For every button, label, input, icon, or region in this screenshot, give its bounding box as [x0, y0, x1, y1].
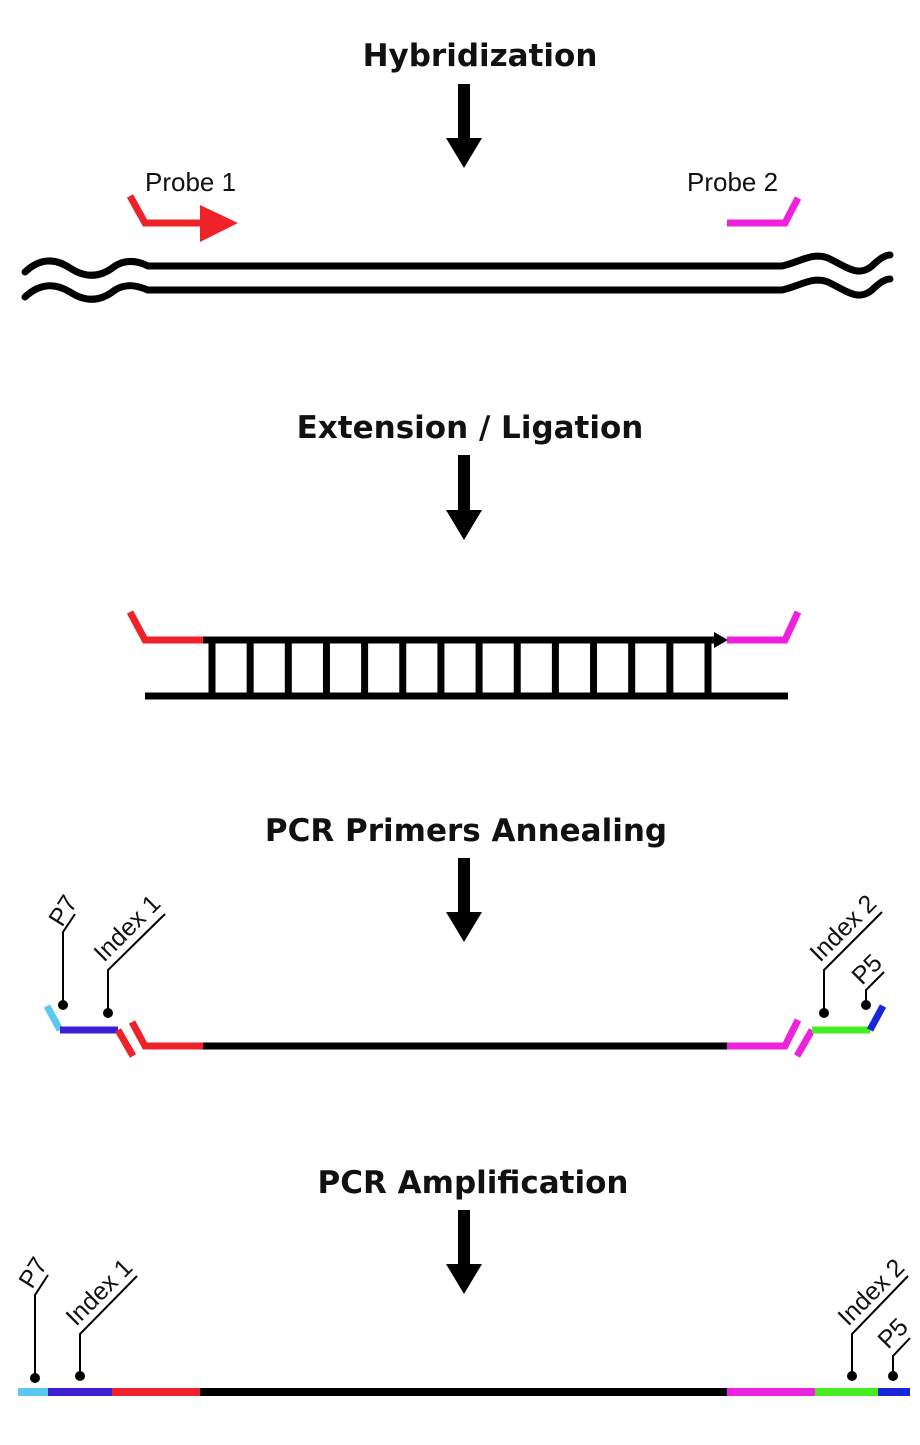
down-arrow-icon — [446, 84, 482, 168]
index2-pin — [823, 911, 883, 1013]
base-pair-rungs — [208, 640, 712, 696]
amp-p7-label: P7 — [13, 1252, 53, 1293]
step-title-pcr-amplification: PCR Amplification — [318, 1165, 629, 1201]
p7-pin-dot — [58, 1000, 68, 1010]
p7-segment — [43, 1004, 64, 1032]
probe1-strand — [128, 1020, 203, 1050]
p5-pin-dot — [861, 1000, 871, 1010]
p7-label: P7 — [43, 890, 83, 931]
amp-p7-pin — [34, 1274, 49, 1378]
probe2-tail-segment — [793, 1028, 816, 1058]
dna-top-strand — [21, 251, 894, 279]
down-arrow-icon — [446, 858, 482, 942]
step-title-extension-ligation: Extension / Ligation — [297, 410, 644, 446]
index1-pin-dot — [103, 1008, 113, 1018]
probe1-arrow — [126, 194, 238, 242]
down-arrow-icon — [446, 455, 482, 540]
down-arrow-icon — [446, 1210, 482, 1294]
probe2-strand — [727, 196, 802, 227]
probe2-strand — [727, 1018, 802, 1050]
probe2-label: Probe 2 — [687, 167, 778, 197]
amp-index1-label: Index 1 — [60, 1253, 138, 1331]
p5-label: P5 — [846, 949, 887, 990]
amp-p5-label: P5 — [872, 1313, 913, 1354]
amp-index1-pin — [79, 1275, 138, 1376]
p7-pin — [62, 913, 76, 1005]
dna-double-strand — [21, 251, 894, 303]
amp-p7-pin-dot — [30, 1373, 40, 1383]
amp-p5-pin-dot — [888, 1371, 898, 1381]
index1-pin — [107, 913, 166, 1013]
amp-p5-pin — [892, 1337, 911, 1376]
extension-arrowhead-icon — [714, 632, 728, 648]
probe2-strand — [727, 610, 802, 644]
dna-bottom-strand — [21, 275, 894, 303]
amp-index2-pin-dot — [847, 1371, 857, 1381]
index1-label: Index 1 — [88, 889, 166, 967]
amp-index2-pin — [851, 1275, 909, 1376]
probe1-label: Probe 1 — [145, 167, 236, 197]
p5-segment — [866, 1004, 887, 1032]
step-title-hybridization: Hybridization — [363, 38, 598, 74]
index2-pin-dot — [819, 1008, 829, 1018]
step-title-pcr-primers-annealing: PCR Primers Annealing — [265, 813, 667, 849]
probe1-strand — [126, 610, 205, 644]
probe1-tail-segment — [114, 1028, 137, 1058]
amp-index1-pin-dot — [75, 1371, 85, 1381]
